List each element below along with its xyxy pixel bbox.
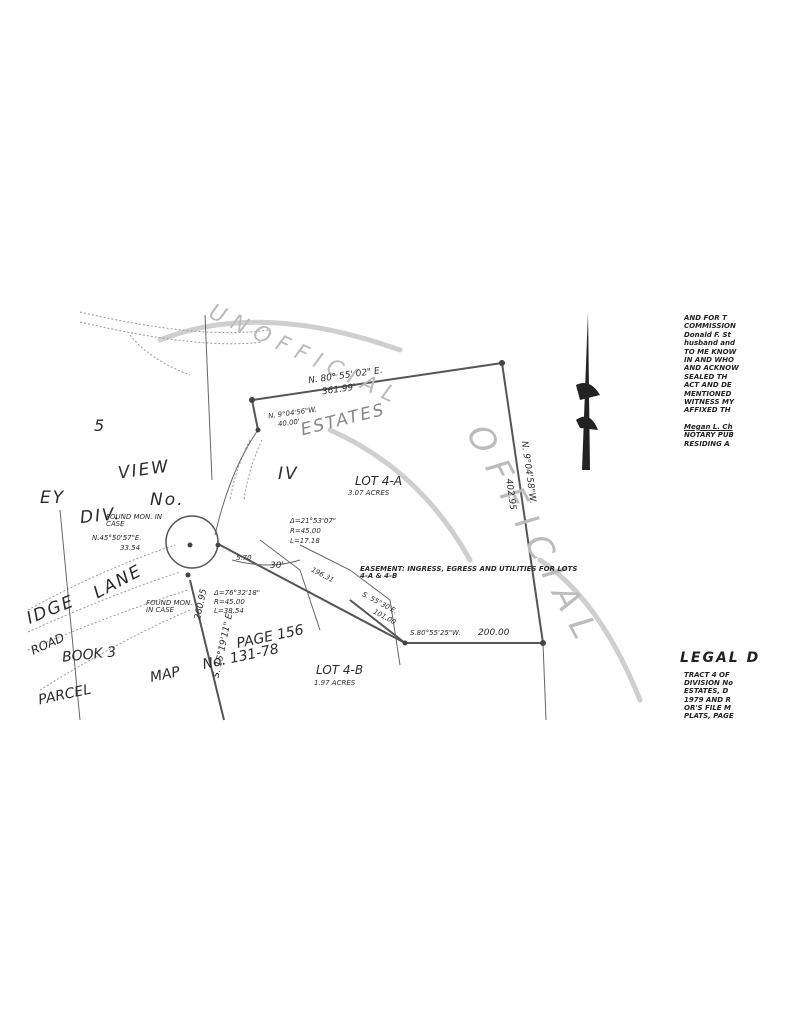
curve1-radius: R=45.00 xyxy=(290,527,321,535)
label-ey: EY xyxy=(40,488,66,508)
notary-line: ACT AND DE xyxy=(684,381,732,390)
bearing-south-line: S.80°55'25"W. xyxy=(410,629,461,637)
notary-line: SEALED TH xyxy=(684,372,728,381)
curve1-delta: Δ=21°53'07" xyxy=(290,517,337,525)
notary-line: WITNESS MY xyxy=(684,398,735,407)
legal-line: PLATS, PAGE xyxy=(684,712,734,721)
distance-monument: 33.54 xyxy=(120,544,141,552)
north-arrow-icon xyxy=(576,312,600,470)
notary-line: IN AND WHO xyxy=(684,356,734,365)
found-monument-note-1: FOUND MON. IN CASE xyxy=(106,513,163,528)
lot-number-5: 5 xyxy=(94,416,105,435)
legal-line: 1979 AND R xyxy=(684,695,731,704)
legal-line: TRACT 4 OF xyxy=(684,671,730,679)
notary-line: Donald F. St xyxy=(684,330,731,339)
curve1-length: L=17.18 xyxy=(290,537,320,545)
distance-south-line: 200.00 xyxy=(478,628,510,638)
notary-line: COMMISSION xyxy=(684,322,736,331)
lot-4a-area: 3.07 ACRES xyxy=(348,489,390,497)
curve2-length: L=38.54 xyxy=(214,607,244,615)
easement-note: EASEMENT: INGRESS, EGRESS AND UTILITIES … xyxy=(360,565,578,580)
legal-line: ESTATES, D xyxy=(684,687,729,696)
legal-description-title: LEGAL D xyxy=(680,650,761,666)
survey-monuments xyxy=(185,360,546,646)
label-unit: IV xyxy=(278,464,299,484)
notary-signature: Megan L. Ch xyxy=(684,422,733,431)
notary-line: AND ACKNOW xyxy=(684,364,739,373)
curve2-radius: R=45.00 xyxy=(214,598,245,606)
distance-5-70: 5.70 xyxy=(236,554,252,562)
road-contours xyxy=(27,311,269,691)
found-monument-note-2: FOUND MON. IN CASE xyxy=(146,599,193,614)
lot-4a-name: LOT 4-A xyxy=(355,474,403,488)
notary-line: husband and xyxy=(684,339,736,348)
lot-4b-name: LOT 4-B xyxy=(316,663,364,677)
curve2-delta: Δ=76°32'18" xyxy=(214,589,261,597)
lot-lines-thin xyxy=(59,314,547,721)
legal-line: DIVISION No xyxy=(684,679,733,688)
notary-line: AFFIXED TH xyxy=(684,406,731,415)
notary-line: AND FOR T xyxy=(684,314,727,322)
bearing-monument: N.45°50'57"E. xyxy=(92,534,142,542)
label-no: No. xyxy=(150,490,185,510)
notary-line: MENTIONED xyxy=(684,389,732,398)
notary-line: NOTARY PUB xyxy=(684,431,734,440)
legal-line: OR'S FILE M xyxy=(684,703,731,712)
notary-line: TO ME KNOW xyxy=(684,347,737,356)
stamp-watermark xyxy=(157,319,643,703)
distance-30: 30' xyxy=(270,561,284,571)
legal-description-block: TRACT 4 OF DIVISION No ESTATES, D 1979 A… xyxy=(684,671,764,720)
notary-line: RESIDING A xyxy=(684,439,730,448)
cul-de-sac xyxy=(165,515,219,569)
lot-4b-area: 1.97 ACRES xyxy=(314,679,356,687)
notary-line xyxy=(684,415,764,423)
notary-block: AND FOR T COMMISSION Donald F. St husban… xyxy=(684,314,764,448)
